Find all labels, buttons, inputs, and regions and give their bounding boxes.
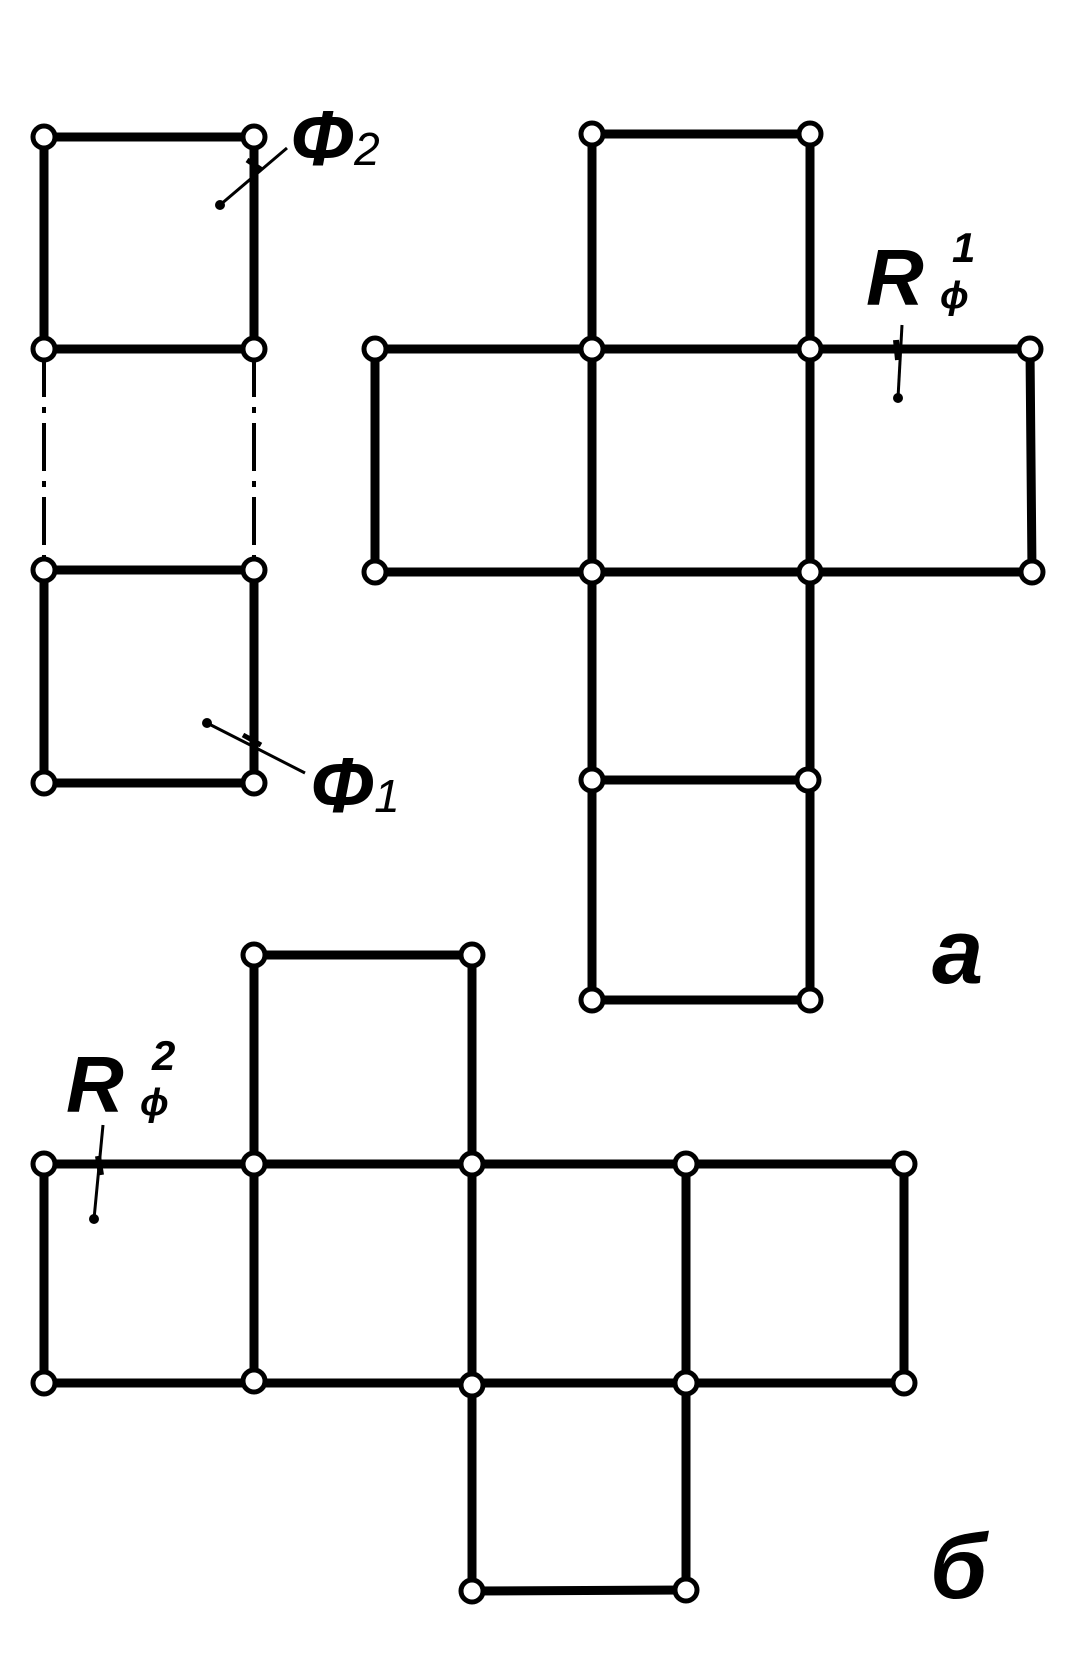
node <box>672 1576 700 1604</box>
node <box>794 766 822 794</box>
net-b-nodes <box>30 941 918 1605</box>
node <box>672 1369 700 1397</box>
node <box>30 123 58 151</box>
node <box>458 941 486 969</box>
node <box>240 1150 268 1178</box>
r-phi-2-label: R <box>66 1040 124 1129</box>
r-phi-2-sub: ϕ <box>140 1082 169 1124</box>
panel-label-b: б <box>930 1516 989 1618</box>
phi-1-dot <box>202 718 212 728</box>
node <box>578 986 606 1014</box>
node <box>458 1371 486 1399</box>
node <box>30 335 58 363</box>
node <box>672 1150 700 1178</box>
node <box>458 1150 486 1178</box>
r-phi-2-tick <box>95 1155 104 1176</box>
r-phi-1-leader <box>896 324 904 399</box>
r-phi-1-dot <box>893 393 903 403</box>
node <box>890 1150 918 1178</box>
node <box>578 558 606 586</box>
node <box>30 1369 58 1397</box>
r-phi-1-sup: 1 <box>952 224 975 271</box>
node <box>30 769 58 797</box>
dash-dot-edges <box>42 349 256 570</box>
r-phi-1-label: R <box>866 233 924 322</box>
node <box>890 1369 918 1397</box>
node <box>30 556 58 584</box>
net-figure-a <box>370 129 1037 1005</box>
node <box>1016 335 1044 363</box>
node <box>361 558 389 586</box>
net-a-nodes <box>361 120 1046 1014</box>
node <box>30 1150 58 1178</box>
node <box>240 941 268 969</box>
node <box>578 335 606 363</box>
node <box>240 123 268 151</box>
phi-2-label: Φ2 <box>290 94 380 182</box>
edge <box>1025 344 1037 577</box>
strip-figure <box>39 132 259 788</box>
panel-label-a: a <box>932 901 983 1003</box>
node <box>796 558 824 586</box>
node <box>1018 558 1046 586</box>
node <box>361 335 389 363</box>
node <box>796 335 824 363</box>
edge <box>467 1585 691 1596</box>
r-phi-2-sup: 2 <box>151 1032 175 1079</box>
node <box>240 556 268 584</box>
phi-1-label: Φ1 <box>310 741 400 829</box>
node <box>240 769 268 797</box>
node <box>796 986 824 1014</box>
r-phi-1-sub: ϕ <box>940 275 969 317</box>
phi-leaders <box>206 146 306 775</box>
r-phi-1-tick <box>893 339 901 361</box>
node <box>796 120 824 148</box>
phi-2-tick <box>245 157 264 173</box>
node <box>240 1367 268 1395</box>
phi-2-dot <box>215 200 225 210</box>
node <box>578 766 606 794</box>
phi-1-tick <box>241 732 263 748</box>
node <box>240 335 268 363</box>
phi-2-leader <box>219 146 288 207</box>
strip-nodes <box>30 123 268 797</box>
phi-marks <box>241 157 264 748</box>
phi-1-leader <box>206 721 306 775</box>
node <box>578 120 606 148</box>
r-phi-2-dot <box>89 1214 99 1224</box>
node <box>458 1577 486 1605</box>
